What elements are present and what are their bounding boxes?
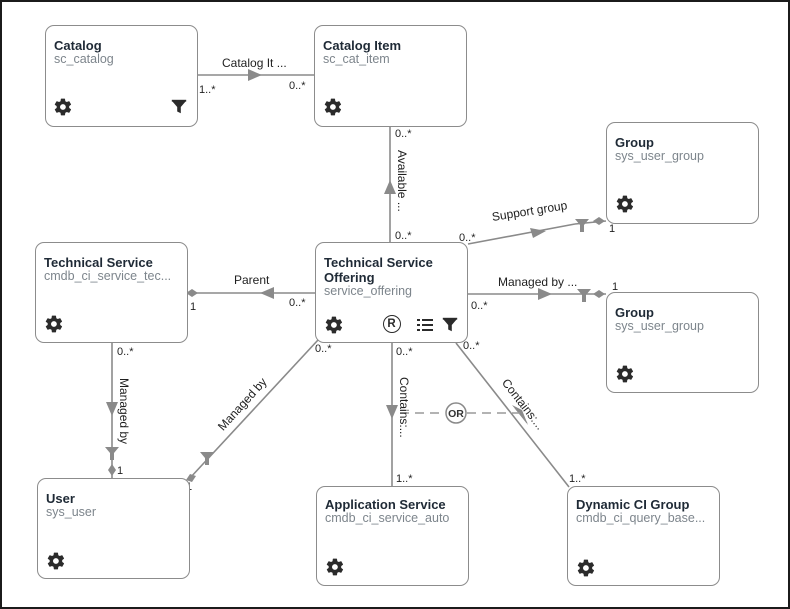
edge-managed-by-group[interactable]: [468, 288, 606, 302]
node-title: Dynamic CI Group: [576, 497, 690, 512]
node-title: Application Service: [325, 497, 446, 512]
node-table-name: cmdb_ci_query_base...: [576, 511, 706, 525]
node-title: Technical Service: [44, 255, 153, 270]
mult-parent-from: 0..*: [289, 297, 306, 309]
mult-managed-ts-to: 1: [117, 465, 124, 477]
node-title: Catalog Item: [323, 38, 402, 53]
edge-label-catalog-items: Catalog It ...: [222, 56, 287, 70]
mult-contains-app-to: 1..*: [396, 473, 413, 485]
node-table-name: sc_catalog: [54, 52, 114, 66]
mult-available-top: 0..*: [395, 128, 412, 140]
gear-icon[interactable]: [615, 364, 635, 384]
gear-icon[interactable]: [576, 558, 596, 578]
node-table-name: sys_user: [46, 505, 97, 519]
gear-icon[interactable]: [324, 315, 344, 335]
mult-parent-to: 1: [190, 301, 197, 313]
edge-label-contains-app: Contains:...: [397, 377, 411, 438]
gear-icon[interactable]: [53, 97, 73, 117]
node-title: User: [46, 491, 75, 506]
mult-catalog-from: 0..*: [289, 80, 306, 92]
mult-managed-group-to: 1: [612, 281, 619, 293]
mult-contains-app-from: 0..*: [396, 346, 413, 358]
edge-support-group[interactable]: [467, 217, 607, 245]
or-connector: [400, 402, 520, 424]
mult-managed-group-from: 0..*: [471, 300, 488, 312]
gear-icon[interactable]: [44, 314, 64, 334]
node-group-managed[interactable]: Group sys_user_group: [606, 292, 759, 393]
edge-label-managed-by-ts: Managed by: [117, 378, 131, 445]
mult-contains-dyn-to: 1..*: [569, 473, 586, 485]
edge-label-parent: Parent: [234, 273, 270, 287]
node-group-support[interactable]: Group sys_user_group: [606, 122, 759, 224]
node-dynamic-ci-group[interactable]: Dynamic CI Group cmdb_ci_query_base...: [567, 486, 720, 586]
node-title: Group: [615, 305, 654, 320]
mult-support-from: 0..*: [459, 232, 476, 244]
node-user[interactable]: User sys_user: [37, 478, 190, 579]
reference-badge-label: R: [387, 318, 396, 330]
node-application-service[interactable]: Application Service cmdb_ci_service_auto: [316, 486, 469, 586]
node-technical-service[interactable]: Technical Service cmdb_ci_service_tec...: [35, 242, 188, 343]
node-title-line2: Offering: [324, 270, 375, 285]
mult-available-bottom: 0..*: [395, 230, 412, 242]
support-group-filter-icon: [575, 219, 589, 232]
node-table-name: sys_user_group: [615, 149, 704, 163]
node-table-name: cmdb_ci_service_tec...: [44, 269, 172, 283]
gear-icon[interactable]: [615, 194, 635, 214]
or-label: OR: [448, 408, 464, 420]
mult-contains-dyn-from: 0..*: [463, 340, 480, 352]
list-icon[interactable]: [417, 317, 433, 333]
edge-contains-dyn[interactable]: [455, 342, 570, 488]
gear-icon[interactable]: [325, 557, 345, 577]
mult-managed-ts-from: 0..*: [117, 346, 134, 358]
node-catalog-item[interactable]: Catalog Item sc_cat_item: [314, 25, 467, 127]
filter-icon[interactable]: [441, 316, 459, 334]
edge-catalog-items[interactable]: [198, 69, 315, 81]
mult-catalog-to: 1..*: [199, 84, 216, 96]
ts-managed-by-filter-icon: [105, 447, 119, 460]
node-technical-service-offering[interactable]: Technical Service Offering service_offer…: [315, 242, 468, 343]
node-catalog[interactable]: Catalog sc_catalog: [45, 25, 198, 127]
edge-label-available: Available ...: [395, 150, 409, 212]
node-table-name: service_offering: [324, 284, 413, 298]
edge-managed-by-ts[interactable]: [105, 343, 119, 478]
reference-badge-icon[interactable]: R: [383, 315, 401, 333]
mult-managed-tso-from: 0..*: [315, 343, 332, 355]
edge-label-managed-by-group: Managed by ...: [498, 275, 578, 289]
node-table-name: sys_user_group: [615, 319, 704, 333]
edge-managed-by-tso[interactable]: [186, 339, 319, 482]
managed-by-filter-icon: [577, 289, 591, 302]
filter-icon[interactable]: [170, 98, 188, 116]
edge-parent[interactable]: [186, 287, 315, 299]
edge-available[interactable]: [384, 127, 396, 243]
gear-icon[interactable]: [323, 97, 343, 117]
edge-contains-app[interactable]: [386, 343, 398, 487]
mult-support-to: 1: [609, 223, 616, 235]
node-title: Catalog: [54, 38, 102, 53]
node-table-name: cmdb_ci_service_auto: [325, 511, 450, 525]
node-title-line1: Technical Service: [324, 255, 433, 270]
tso-managed-by-filter-icon: [200, 452, 214, 465]
node-title: Group: [615, 135, 654, 150]
node-table-name: sc_cat_item: [323, 52, 390, 66]
gear-icon[interactable]: [46, 551, 66, 571]
